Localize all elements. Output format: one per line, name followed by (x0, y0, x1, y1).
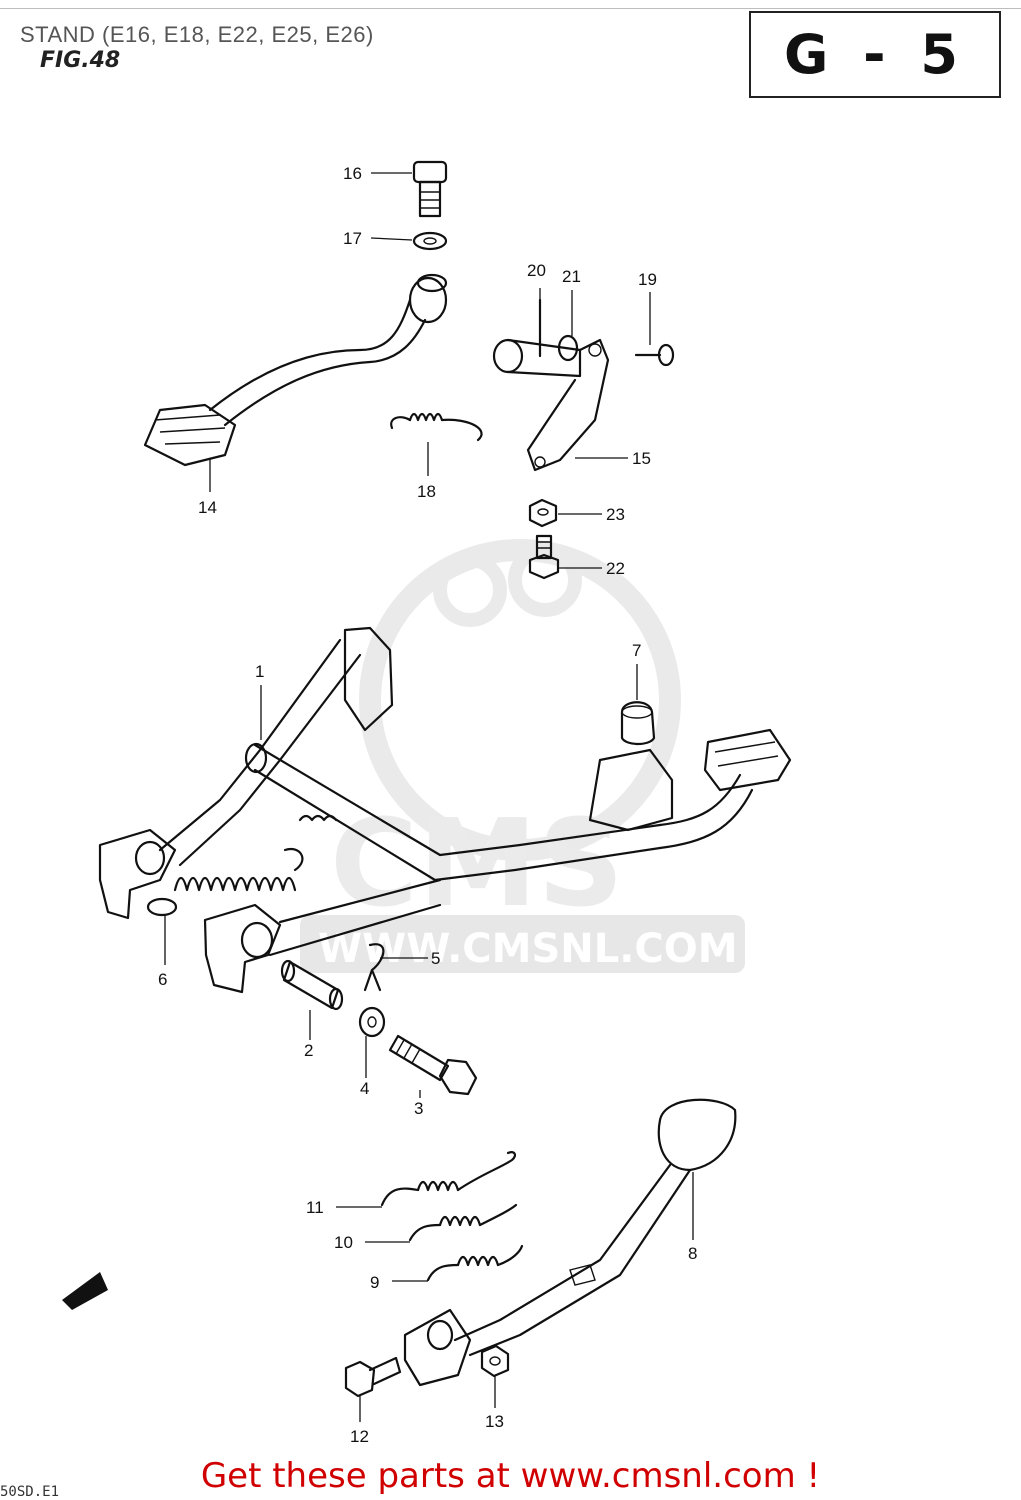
watermark: CMS WWW.CMSNL.COM (300, 539, 745, 973)
callout-21: 21 (562, 267, 581, 286)
part-3-bolt (388, 1034, 478, 1096)
part-2-spacer (280, 959, 344, 1011)
part-6-clip (146, 897, 178, 917)
callout-4: 4 (360, 1079, 369, 1098)
part-1-main-stand (98, 626, 792, 994)
callout-15: 15 (632, 449, 651, 468)
part-21-washer (557, 334, 579, 362)
part-15-linkage (492, 338, 610, 472)
part-19-pin (634, 343, 675, 367)
watermark-url: WWW.CMSNL.COM (318, 926, 738, 972)
watermark-face-icon (359, 539, 681, 861)
part-10-spring (408, 1203, 518, 1242)
part-17-washer (412, 231, 448, 251)
figure-number: FIG.48 (40, 48, 121, 73)
callout-20: 20 (527, 261, 546, 280)
part-11-spring (380, 1151, 517, 1207)
part-7-rubber-cap (620, 701, 656, 746)
callout-19: 19 (638, 270, 657, 289)
callout-5: 5 (431, 949, 440, 968)
callout-12: 12 (350, 1427, 369, 1446)
part-18-spring (390, 412, 483, 442)
part-5-cotter-pin (363, 943, 385, 992)
callout-14: 14 (198, 498, 217, 517)
leader-lines (164, 172, 694, 1422)
callout-numbers: 16 17 14 18 20 21 19 15 23 22 7 1 6 5 2 … (158, 164, 697, 1446)
callout-8: 8 (688, 1244, 697, 1263)
page-code: G - 5 (784, 23, 966, 86)
callout-17: 17 (343, 229, 362, 248)
corner-code: 50SD.E1 (0, 1484, 60, 1500)
callout-11: 11 (306, 1198, 324, 1217)
part-4-washer (358, 1006, 386, 1038)
callout-16: 16 (343, 164, 362, 183)
footer-link-text[interactable]: Get these parts at www.cmsnl.com ! (200, 1456, 821, 1496)
part-8-side-stand (403, 1098, 737, 1387)
callout-23: 23 (606, 505, 625, 524)
part-22-bolt (528, 534, 560, 580)
callout-22: 22 (606, 559, 625, 578)
part-9-spring (426, 1244, 524, 1282)
diagram-title: STAND (E16, E18, E22, E25, E26) (20, 22, 374, 47)
part-16-bolt (412, 160, 448, 218)
front-direction-arrow-icon (62, 1272, 108, 1310)
callout-3: 3 (414, 1099, 423, 1118)
page-code-box: G - 5 (749, 11, 1001, 98)
part-main-spring (173, 814, 338, 892)
part-12-bolt (344, 1356, 402, 1398)
part-14-brake-pedal (143, 273, 448, 467)
callout-7: 7 (632, 641, 641, 660)
top-rule (0, 8, 1021, 9)
callout-6: 6 (158, 970, 167, 989)
callout-9: 9 (370, 1273, 379, 1292)
callout-2: 2 (304, 1041, 313, 1060)
callout-13: 13 (485, 1412, 504, 1431)
callout-1: 1 (255, 662, 264, 681)
callout-10: 10 (334, 1233, 353, 1252)
part-23-nut (528, 498, 558, 528)
callout-18: 18 (417, 482, 436, 501)
part-13-nut (480, 1344, 510, 1378)
